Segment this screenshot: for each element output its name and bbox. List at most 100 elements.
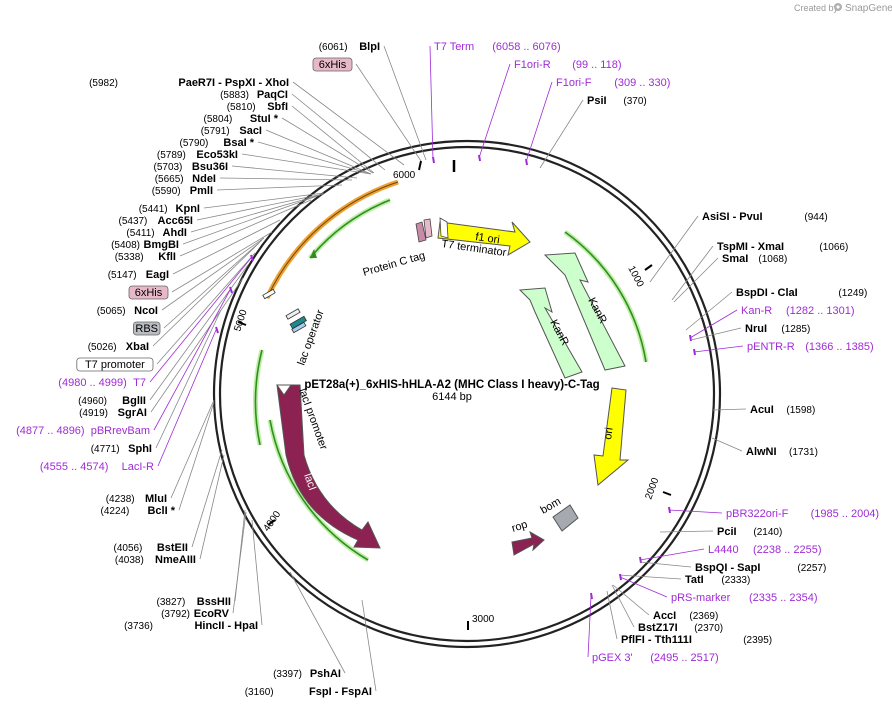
site-label-6: SacI [239,125,262,137]
leader-line [525,81,553,163]
leader-line [355,63,422,162]
site-label-14: AhdI [163,227,187,239]
leader-line [693,345,744,353]
arrowhead [310,249,317,258]
site-label-36: PshAI [310,668,341,680]
leader-line [171,231,273,293]
created-by-label: Created by [794,3,839,13]
primer-label-r15: L4440 [708,544,739,556]
leader-line [659,530,714,533]
site-label-r20: BstZ17I [638,622,678,634]
leader-line [232,511,247,614]
site-label-4: SbfI [267,101,288,113]
protein-c-tag-block[interactable] [415,218,433,243]
laci-label: lacI [301,472,318,492]
feature-tag-label-20: RBS [135,323,158,335]
primer-position-r22: (2495 .. 2517) [650,652,719,664]
leader-line [163,239,263,329]
primer-marker [668,506,671,514]
leader-line [196,193,324,221]
site-label-r19: AccI [653,610,676,622]
feature-tag-label-18: 6xHis [135,287,163,299]
svg-text:3000: 3000 [472,614,495,625]
leader-line [539,99,584,169]
rop-arrow[interactable] [511,530,545,556]
primer-marker [619,573,622,581]
site-label-12: KpnI [176,203,200,215]
ori-arrow[interactable] [593,387,630,486]
site-label-7: BsaI * [223,137,254,149]
primer-position-r15: (2238 .. 2255) [753,544,822,556]
leader-line [257,141,372,175]
site-label-5: StuI * [250,113,279,125]
leader-line [178,401,215,511]
bom-box[interactable] [552,504,579,532]
site-position-37: (3160) [245,687,274,698]
site-position-6: (5791) [201,126,230,137]
primer-marker [590,592,593,600]
kanr-arrow-inner[interactable] [518,287,583,379]
promoter-arc-orange-edge [266,181,399,299]
primer-label-r22: pGEX 3' [592,652,633,664]
feature-tag-label-1: 6xHis [319,59,347,71]
lac-operator-block[interactable] [262,288,307,334]
cds-arc-green-top-line [309,199,391,259]
leader-line [216,184,343,191]
site-label-9: Bsu36I [192,161,228,173]
site-position-r12: (1731) [789,447,818,458]
site-label-34: EcoRV [194,608,230,620]
laci-arrow[interactable] [276,384,381,549]
site-position-13: (5437) [118,216,147,227]
svg-text:4000: 4000 [261,509,283,534]
leader-line [190,194,321,233]
site-position-r6: (1068) [758,254,787,265]
primer-marker [478,154,481,162]
leader-line [673,257,719,303]
leader-line [639,561,692,568]
t7-terminator-block[interactable] [439,217,449,239]
primer-position-r18: (2335 .. 2354) [749,592,818,604]
leader-line [149,264,249,401]
cds-arc-green-top [308,197,391,260]
primer-position-28: (4555 .. 4574) [40,461,109,473]
site-label-21: XbaI [126,341,149,353]
leader-line [429,45,434,161]
kanr-arrow-outer[interactable] [543,252,626,371]
leader-line [179,199,312,257]
leader-line [152,242,260,347]
site-position-31: (4056) [113,543,142,554]
leader-line [619,576,668,598]
site-position-r17: (2333) [721,575,750,586]
site-label-r5: TspMI - XmaI [717,241,784,253]
site-position-16: (5338) [115,252,144,263]
leader-line [712,408,747,411]
site-label-0: BlpI [359,41,380,53]
site-label-32: NmeAIII [155,554,196,566]
site-position-10: (5665) [155,174,184,185]
primer-marker [689,334,692,342]
primer-marker [215,326,219,334]
site-position-8: (5789) [157,150,186,161]
primer-label-r18: pRS-marker [671,592,731,604]
primer-label-r13: pBR322ori-F [726,508,789,520]
leader-line [611,584,635,628]
site-position-5: (5804) [203,114,232,125]
leader-line [668,509,723,514]
f1-ori-arrow[interactable] [437,221,531,257]
site-position-2: (5982) [89,78,118,89]
f1-ori-label: f1 ori [475,231,501,246]
site-position-24: (4960) [78,396,107,407]
site-position-21: (5026) [88,342,117,353]
laci-promoter-arrow[interactable] [276,384,292,396]
site-label-r4: AsiSI - PvuI [702,211,763,223]
site-position-r20: (2370) [694,623,723,634]
site-position-30: (4224) [100,506,129,517]
site-label-r14: PciI [717,526,737,538]
leader-line [690,327,742,341]
primer-marker [250,254,254,262]
leader-line [265,129,372,175]
right-site-labels: T7 Term(6058 .. 6076)F1ori-R(99 .. 118)F… [429,41,879,664]
leader-line [606,590,618,640]
site-position-11: (5590) [152,186,181,197]
